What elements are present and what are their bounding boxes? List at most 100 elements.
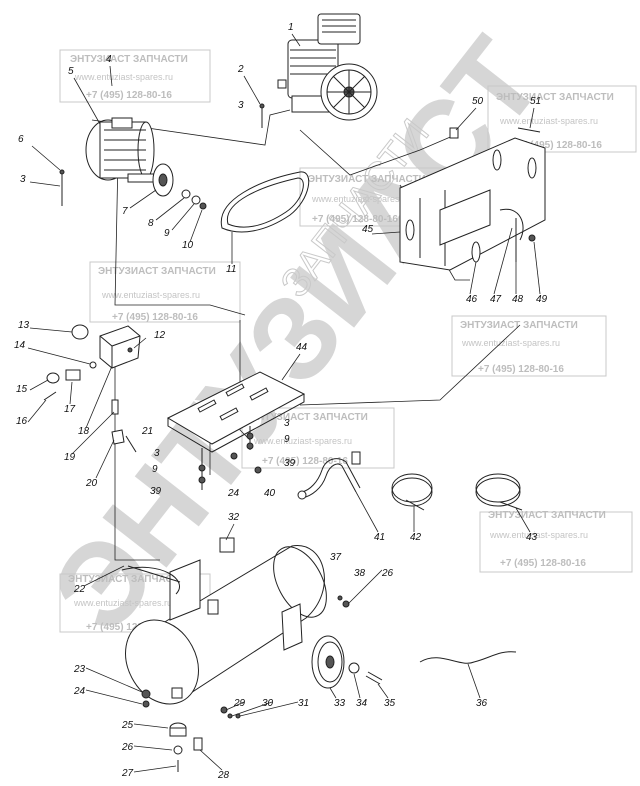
callout-48: 48 xyxy=(512,294,524,305)
hose-clamp-42 xyxy=(391,473,433,511)
callout-17: 17 xyxy=(64,404,76,415)
callout-39: 39 xyxy=(284,458,296,469)
watermark-phone: +7 (495) 128-80-16 xyxy=(312,214,398,225)
callout-12: 12 xyxy=(154,330,166,341)
belt-guard xyxy=(399,127,546,271)
callout-3: 3 xyxy=(284,418,290,429)
watermark-url: www.entuziast-spares.ru xyxy=(311,194,410,204)
callout-28: 28 xyxy=(217,770,230,781)
watermark-url: www.entuziast-spares.ru xyxy=(499,116,598,126)
callout-23: 23 xyxy=(73,664,86,675)
callout-35: 35 xyxy=(384,698,396,709)
callout-37: 37 xyxy=(330,552,342,563)
watermark-url: www.entuziast-spares.ru xyxy=(253,436,352,446)
callout-6: 6 xyxy=(18,134,24,145)
callout-19: 19 xyxy=(64,452,76,463)
callout-36: 36 xyxy=(476,698,488,709)
callout-49: 49 xyxy=(536,294,548,305)
callout-44: 44 xyxy=(296,342,308,353)
callout-10: 10 xyxy=(182,240,194,251)
callout-16: 16 xyxy=(16,416,28,427)
callout-51: 51 xyxy=(530,96,541,107)
watermark-title: ЭНТУЗИАСТ ЗАПЧАСТИ xyxy=(496,92,614,103)
drive-belt xyxy=(220,171,310,233)
watermark-url: www.entuziast-spares.ru xyxy=(101,290,200,300)
watermark-url: www.entuziast-spares.ru xyxy=(74,72,173,82)
watermark-phone: +7 (495) 128-80-16 xyxy=(516,140,602,151)
callout-45: 45 xyxy=(362,224,374,235)
callout-47: 47 xyxy=(490,294,502,305)
callout-8: 8 xyxy=(148,218,154,229)
callout-1: 1 xyxy=(288,22,294,33)
watermark-title: ЭНТУЗИАСТ ЗАПЧАСТИ xyxy=(250,412,368,423)
callout-46: 46 xyxy=(466,294,478,305)
callout-labels: 1 2 3 3 3 3 4 5 6 7 8 9 9 9 10 11 12 13 … xyxy=(14,22,548,781)
callout-18: 18 xyxy=(78,426,90,437)
watermark-box-1: ЭНТУЗИАСТ ЗАПЧАСТИ www.entuziast-spares.… xyxy=(59,49,211,103)
watermark-phone: +7 (495) 128-80-16 xyxy=(478,364,564,375)
callout-3: 3 xyxy=(20,174,26,185)
watermark-box-7: ЭНТУЗИАСТ ЗАПЧАСТИ www.entuziast-spares.… xyxy=(479,510,633,573)
callout-42: 42 xyxy=(410,532,422,543)
callout-33: 33 xyxy=(334,698,346,709)
discharge-pipe xyxy=(297,451,361,500)
air-receiver-tank xyxy=(121,537,327,705)
callout-41: 41 xyxy=(374,532,385,543)
electric-motor xyxy=(85,117,155,183)
callout-38: 38 xyxy=(354,568,366,579)
watermark-url: www.entuziast-spares.ru xyxy=(461,338,560,348)
watermark-phone: +7 (495) 128-80-16 xyxy=(112,312,198,323)
callout-15: 15 xyxy=(16,384,28,395)
callout-20: 20 xyxy=(85,478,98,489)
assembly-guide-lines xyxy=(91,109,521,561)
callout-2: 2 xyxy=(237,64,244,75)
watermark-phone: +7 (495) 128-80-16 xyxy=(262,456,348,467)
callout-9: 9 xyxy=(164,228,170,239)
callout-26: 26 xyxy=(381,568,394,579)
callout-3: 3 xyxy=(238,100,244,111)
watermark-title: ЭНТУЗИАСТ ЗАПЧАСТИ xyxy=(488,510,606,521)
callout-leaders xyxy=(27,33,541,773)
motor-pulley xyxy=(152,163,207,210)
pressure-switch xyxy=(43,324,141,453)
watermark-phone: +7 (495) 128-80-16 xyxy=(86,90,172,101)
callout-11: 11 xyxy=(226,264,236,275)
callout-32: 32 xyxy=(228,512,240,523)
callout-24: 24 xyxy=(73,686,86,697)
watermark-phone: +7 (495) 128-80-16 xyxy=(500,558,586,569)
motor-mount-plate xyxy=(166,371,306,490)
callout-34: 34 xyxy=(356,698,368,709)
callout-5: 5 xyxy=(68,66,74,77)
callout-9: 9 xyxy=(284,434,290,445)
wheel xyxy=(311,635,383,689)
compressor-pump xyxy=(287,13,378,121)
callout-39: 39 xyxy=(150,486,162,497)
callout-13: 13 xyxy=(18,320,30,331)
watermark-title: ЭНТУЗИАСТ ЗАПЧАСТИ xyxy=(68,574,186,585)
power-cable xyxy=(419,651,517,664)
callout-24: 24 xyxy=(227,488,240,499)
bolts xyxy=(59,79,287,206)
callout-21: 21 xyxy=(141,426,153,437)
callout-22: 22 xyxy=(73,584,86,595)
callout-7: 7 xyxy=(122,206,128,217)
callout-3: 3 xyxy=(154,448,160,459)
watermark-url: www.entuziast-spares.ru xyxy=(489,530,588,540)
callout-40: 40 xyxy=(264,488,276,499)
callout-29: 29 xyxy=(233,698,246,709)
tank-feet xyxy=(141,595,350,772)
watermark-box-6: ЭНТУЗИАСТ ЗАПЧАСТИ www.entuziast-spares.… xyxy=(241,407,395,469)
watermark-url: www.entuziast-spares.ru xyxy=(73,598,172,608)
watermark-title: ЭНТУЗИАСТ ЗАПЧАСТИ xyxy=(308,174,426,185)
watermark-title: ЭНТУЗИАСТ ЗАПЧАСТИ xyxy=(70,54,188,65)
callout-26: 26 xyxy=(121,742,134,753)
callout-43: 43 xyxy=(526,532,538,543)
hose-clamp-43 xyxy=(475,473,523,511)
watermark-title: ЭНТУЗИАСТ ЗАПЧАСТИ xyxy=(98,266,216,277)
callout-9: 9 xyxy=(152,464,158,475)
callout-31: 31 xyxy=(298,698,309,709)
watermark-box-2: ЭНТУЗИАСТ ЗАПЧАСТИ www.entuziast-spares.… xyxy=(487,85,637,153)
watermark-box-4: ЭНТУЗИАСТ ЗАПЧАСТИ www.entuziast-spares.… xyxy=(89,261,241,323)
callout-27: 27 xyxy=(121,768,134,779)
